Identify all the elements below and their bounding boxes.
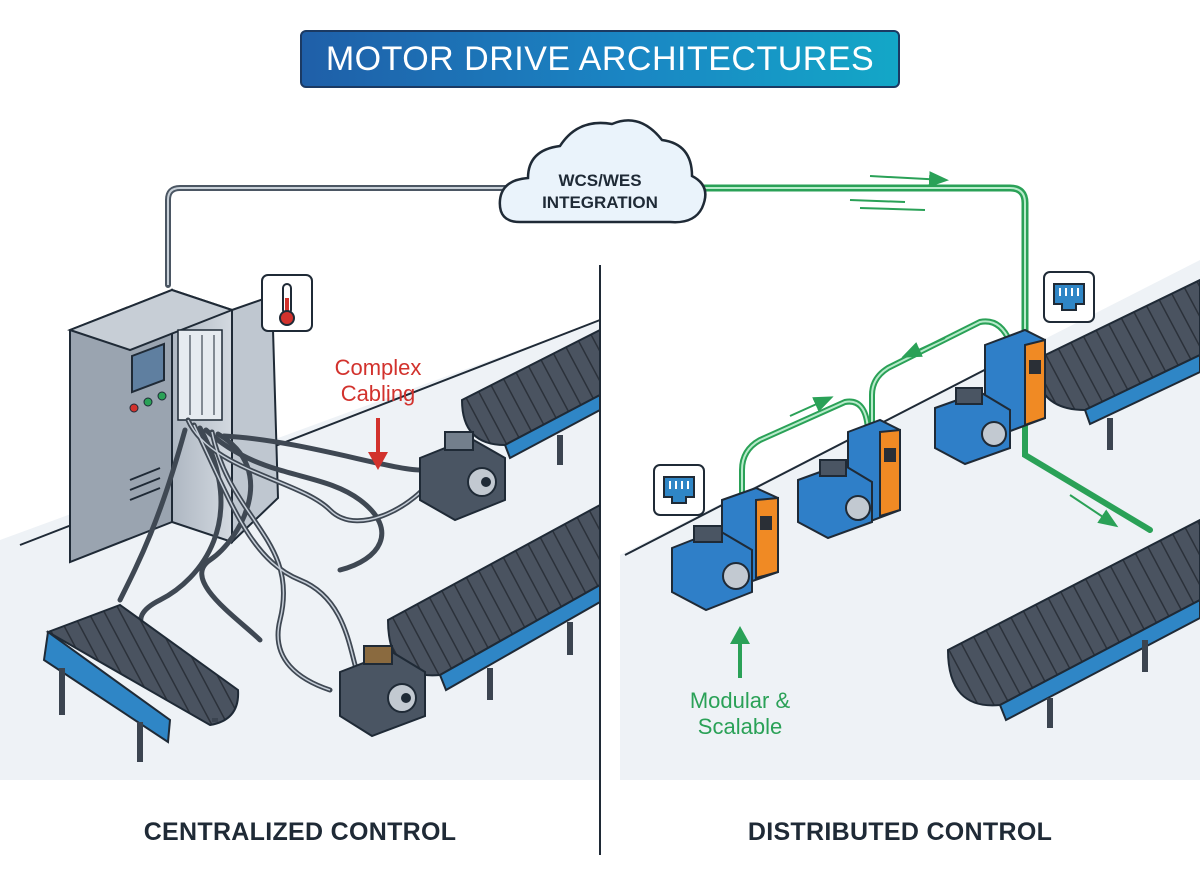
conveyor-left-top	[460, 328, 601, 465]
cloud-label-line2: INTEGRATION	[542, 193, 658, 212]
centralized-control-label: CENTRALIZED CONTROL	[143, 818, 457, 846]
cloud-label: WCS/WES INTEGRATION	[506, 170, 694, 214]
complex-cabling-line1: Complex	[334, 355, 422, 380]
modular-scalable-line1: Modular &	[689, 688, 791, 713]
motor-left-2	[339, 645, 426, 738]
network-flow-arrows	[789, 337, 1119, 528]
motor-left-1	[419, 431, 506, 522]
conveyor-right-bottom	[946, 518, 1200, 728]
complex-cabling-callout: Complex Cabling	[308, 355, 448, 407]
thermometer-icon	[261, 274, 313, 332]
callout-arrow-down	[368, 418, 388, 470]
title-banner: MOTOR DRIVE ARCHITECTURES	[300, 30, 900, 88]
motor-right-1	[934, 387, 1011, 466]
ethernet-port-icon	[1043, 271, 1095, 323]
ethernet-port-icon	[653, 464, 705, 516]
network-line-left-inner	[167, 187, 510, 285]
cloud-label-line1: WCS/WES	[558, 171, 642, 190]
page-title: MOTOR DRIVE ARCHITECTURES	[325, 39, 875, 78]
motor-right-2	[797, 459, 873, 540]
motor-right-3	[671, 525, 753, 612]
network-line-left	[165, 185, 513, 288]
data-flow-arrows	[849, 171, 949, 211]
cloud-icon	[498, 119, 707, 224]
modular-scalable-line2: Scalable	[697, 714, 783, 739]
control-cabinet	[67, 288, 280, 564]
distributed-control-label: DISTRIBUTED CONTROL	[747, 818, 1053, 846]
complex-cabling-line2: Cabling	[340, 381, 416, 406]
callout-arrow-up	[730, 626, 750, 678]
modular-scalable-callout: Modular & Scalable	[660, 688, 820, 740]
conveyor-left-bottom	[42, 603, 240, 762]
conveyor-left-mid	[386, 503, 601, 700]
